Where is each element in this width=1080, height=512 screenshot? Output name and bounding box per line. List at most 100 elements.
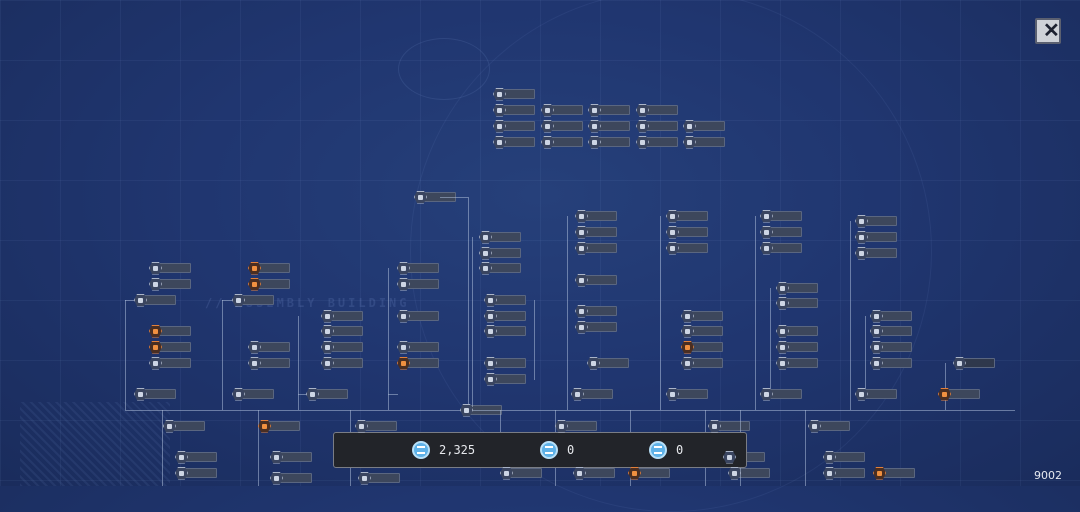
tech-node[interactable] [479, 230, 521, 244]
tech-node[interactable] [636, 103, 678, 117]
tech-node[interactable] [728, 466, 770, 480]
tech-node[interactable] [708, 419, 750, 433]
tech-node[interactable] [575, 320, 617, 334]
tech-node[interactable] [855, 246, 897, 260]
tech-node[interactable] [321, 340, 363, 354]
tech-node[interactable] [588, 103, 630, 117]
tech-node[interactable] [321, 324, 363, 338]
tech-node[interactable] [666, 387, 708, 401]
tech-node[interactable] [760, 241, 802, 255]
tech-node[interactable] [870, 309, 912, 323]
tech-node[interactable] [575, 225, 617, 239]
tech-node[interactable] [484, 309, 526, 323]
tech-node[interactable] [555, 419, 597, 433]
tech-node[interactable] [134, 387, 176, 401]
tech-node[interactable] [248, 277, 290, 291]
tech-node[interactable] [479, 261, 521, 275]
tech-node[interactable] [870, 356, 912, 370]
tech-node[interactable] [575, 209, 617, 223]
tech-node[interactable] [484, 324, 526, 338]
tech-node[interactable] [397, 261, 439, 275]
tech-node[interactable] [588, 135, 630, 149]
tech-node[interactable] [484, 293, 526, 307]
tech-node[interactable] [541, 135, 583, 149]
tech-node[interactable] [493, 103, 535, 117]
tech-node[interactable] [149, 340, 191, 354]
tech-node[interactable] [149, 261, 191, 275]
tech-node[interactable] [248, 261, 290, 275]
tech-node[interactable] [321, 309, 363, 323]
tech-node[interactable] [953, 356, 995, 370]
tech-node[interactable] [149, 324, 191, 338]
tech-node[interactable] [358, 471, 400, 485]
tech-node[interactable] [571, 387, 613, 401]
tech-node[interactable] [258, 419, 300, 433]
tech-node[interactable] [628, 466, 670, 480]
tech-node[interactable] [575, 273, 617, 287]
tech-node[interactable] [681, 324, 723, 338]
tech-node[interactable] [397, 340, 439, 354]
tech-node[interactable] [163, 419, 205, 433]
tech-node[interactable] [493, 119, 535, 133]
tech-node[interactable] [149, 356, 191, 370]
tech-node[interactable] [175, 450, 217, 464]
tech-node[interactable] [541, 103, 583, 117]
tech-node[interactable] [270, 450, 312, 464]
tech-node[interactable] [666, 209, 708, 223]
tech-node[interactable] [683, 119, 725, 133]
tech-node[interactable] [575, 304, 617, 318]
tech-node[interactable] [723, 450, 765, 464]
tech-node[interactable] [776, 296, 818, 310]
tech-node[interactable] [855, 230, 897, 244]
tech-node[interactable] [479, 246, 521, 260]
tech-node[interactable] [306, 387, 348, 401]
tech-node[interactable] [493, 87, 535, 101]
tech-node[interactable] [248, 340, 290, 354]
tech-node[interactable] [484, 356, 526, 370]
tech-node[interactable] [636, 135, 678, 149]
tech-node[interactable] [870, 324, 912, 338]
tech-node[interactable] [760, 209, 802, 223]
tech-node[interactable] [855, 387, 897, 401]
tech-node[interactable] [823, 466, 865, 480]
tech-node[interactable] [683, 135, 725, 149]
tech-node[interactable] [493, 135, 535, 149]
tech-node[interactable] [587, 356, 629, 370]
tech-node[interactable] [681, 309, 723, 323]
tech-node[interactable] [823, 450, 865, 464]
tech-node[interactable] [636, 119, 678, 133]
tech-node[interactable] [232, 387, 274, 401]
tech-node[interactable] [873, 466, 915, 480]
close-button[interactable]: ✕ [1035, 18, 1061, 44]
tech-node[interactable] [681, 340, 723, 354]
tech-node[interactable] [855, 214, 897, 228]
tech-node[interactable] [355, 419, 397, 433]
tech-node[interactable] [232, 293, 274, 307]
tech-node[interactable] [808, 419, 850, 433]
tech-node[interactable] [760, 387, 802, 401]
tech-node[interactable] [500, 466, 542, 480]
tech-node[interactable] [134, 293, 176, 307]
tech-node[interactable] [776, 324, 818, 338]
tech-node[interactable] [397, 277, 439, 291]
tech-node[interactable] [149, 277, 191, 291]
tech-node[interactable] [588, 119, 630, 133]
tech-node[interactable] [484, 372, 526, 386]
tech-node[interactable] [541, 119, 583, 133]
tech-node[interactable] [776, 356, 818, 370]
tech-node[interactable] [776, 281, 818, 295]
tech-node[interactable] [175, 466, 217, 480]
tech-node[interactable] [666, 225, 708, 239]
tech-node[interactable] [397, 356, 439, 370]
tech-node[interactable] [321, 356, 363, 370]
tech-node[interactable] [760, 225, 802, 239]
tech-node[interactable] [575, 241, 617, 255]
tech-node[interactable] [681, 356, 723, 370]
tech-node[interactable] [573, 466, 615, 480]
tech-node[interactable] [270, 471, 312, 485]
tech-node[interactable] [397, 309, 439, 323]
tech-node[interactable] [938, 387, 980, 401]
tech-node[interactable] [248, 356, 290, 370]
tech-node[interactable] [776, 340, 818, 354]
tech-node[interactable] [666, 241, 708, 255]
